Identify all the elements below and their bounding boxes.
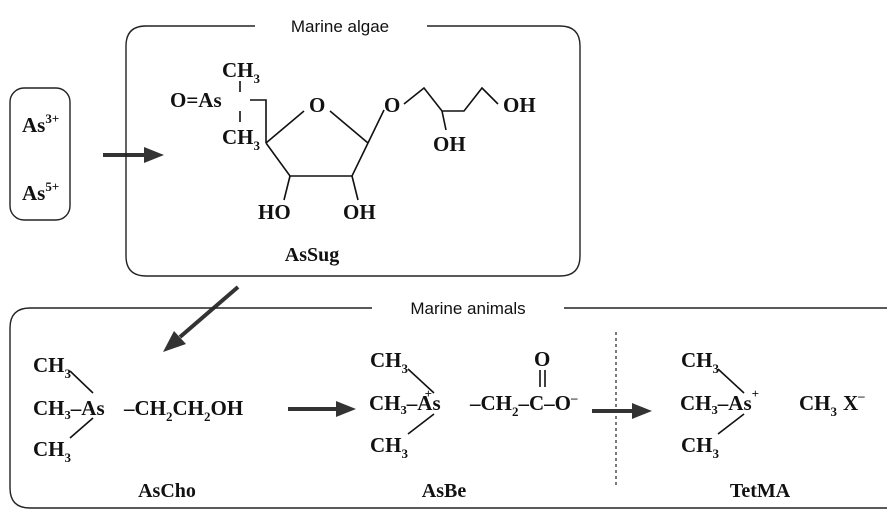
arsenocholine-structure: CH3 CH₃–As –CH2CH2OH CH3 AsCho [33, 353, 243, 502]
assug-ring-oxygen: O [309, 93, 325, 117]
asbe-carbonyl-oxygen: O [534, 347, 550, 371]
ring-bond-2 [329, 110, 369, 144]
arrow-to-animals [178, 285, 240, 339]
arsenite-label: As3+ [22, 111, 59, 137]
ring-oh-bond-right [351, 175, 359, 201]
tetma-top-methyl: CH3 [681, 348, 720, 376]
ascho-chain: –CH2CH2OH [123, 396, 243, 424]
assug-oh-end: OH [503, 93, 536, 117]
ascho-bond-bottom [69, 417, 94, 439]
tetma-bond-bottom [717, 413, 745, 435]
arrow-be-to-tetma-head [632, 403, 652, 419]
asbe-name: AsBe [422, 480, 467, 502]
arrow-cho-to-be-head [336, 401, 356, 417]
ring-oh-bond-left [283, 175, 291, 201]
asbe-center: CH₃–As+ [369, 386, 441, 415]
ring-bond-3 [265, 142, 369, 177]
marine-animals-box [9, 307, 887, 509]
inorganic-arsenic-box [9, 87, 71, 221]
assug-ho-left: HO [258, 200, 291, 224]
ascho-bond-top [69, 370, 94, 394]
asbe-bottom-methyl: CH3 [370, 433, 409, 461]
marine-animals-title: Marine animals [410, 299, 525, 318]
arsenate-label: As5+ [22, 179, 59, 205]
assug-oxo-arsenic: O=As [170, 88, 222, 112]
tetma-name: TetMA [730, 480, 791, 502]
ascho-top-methyl: CH3 [33, 353, 72, 381]
arsenosugar-structure: CH3 O=As CH3 O HO OH O OH OH AsSug [170, 58, 536, 266]
assug-oh-middle: OH [433, 132, 466, 156]
assug-name: AsSug [285, 244, 339, 266]
marine-algae-box [125, 25, 581, 277]
ascho-center: CH₃–As [33, 396, 105, 420]
asbe-chain: –CH2–C–O– [469, 390, 578, 419]
asbe-top-methyl: CH3 [370, 348, 409, 376]
glycerol-oh-bond [441, 110, 447, 131]
assug-top-methyl: CH3 [222, 58, 261, 86]
ascho-bottom-methyl: CH3 [33, 437, 72, 465]
asbe-bond-bottom [407, 413, 435, 435]
asbe-bond-top [407, 368, 435, 394]
ring-bond-1 [265, 110, 305, 144]
arrow-to-algae-head [144, 147, 164, 163]
tetma-bottom-methyl: CH3 [681, 433, 720, 461]
arsenobetaine-structure: CH3 CH₃–As+ –CH2–C–O– O CH3 AsBe [369, 347, 578, 502]
assug-bottom-methyl: CH3 [222, 125, 261, 153]
assug-oh-right: OH [343, 200, 376, 224]
glycerol-chain [403, 86, 499, 112]
assug-glycoside-oxygen: O [384, 93, 400, 117]
marine-algae-title: Marine algae [291, 17, 389, 36]
glycoside-bond [367, 109, 385, 144]
ascho-name: AsCho [138, 480, 196, 502]
assug-as-ch2-bond [250, 99, 267, 143]
tetma-bond-top [717, 368, 745, 394]
tetma-center: CH₃–As+ [680, 386, 759, 415]
arrow-to-animals-head [163, 331, 186, 352]
